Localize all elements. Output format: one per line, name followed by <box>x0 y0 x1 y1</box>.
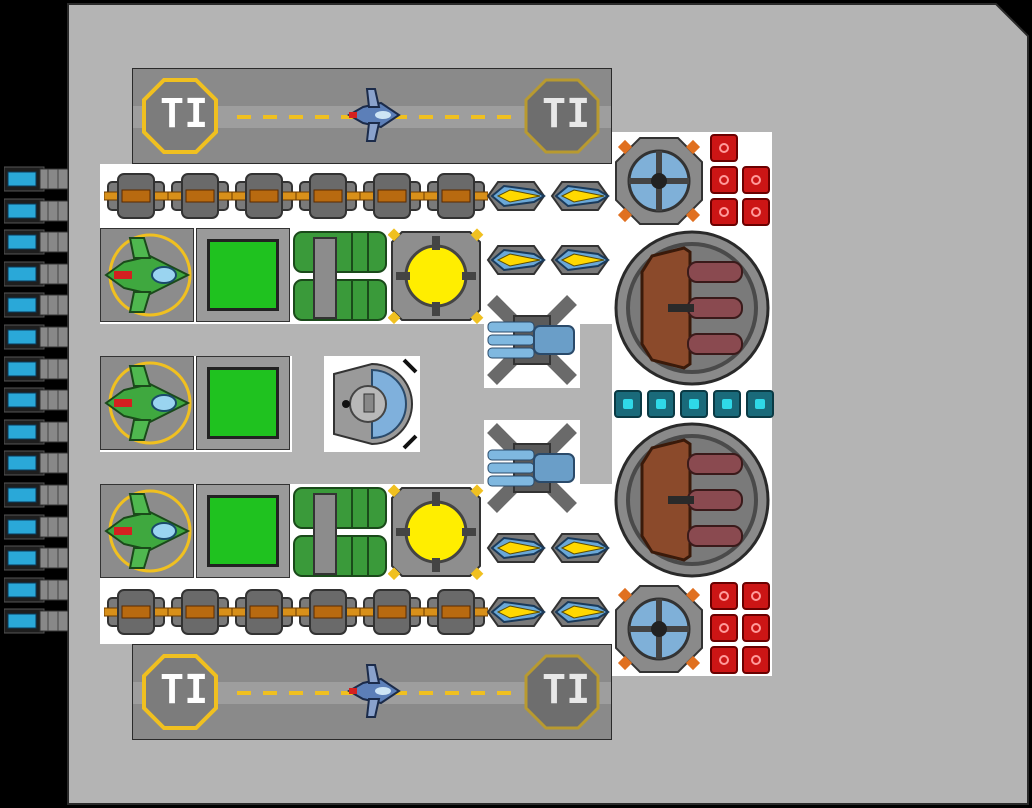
fighter-hangar[interactable] <box>100 228 194 322</box>
missile-launcher[interactable] <box>548 232 612 288</box>
reactor-block[interactable] <box>196 484 290 578</box>
pad-marker-right-icon <box>524 78 600 154</box>
pad-marking-right: TI <box>542 91 591 137</box>
power-cell-block[interactable] <box>680 390 708 418</box>
pad-marker-left-icon <box>142 654 218 730</box>
thruster <box>4 419 68 445</box>
ammo-block[interactable] <box>742 166 770 194</box>
reactor-block[interactable] <box>196 228 290 322</box>
thruster <box>4 482 68 508</box>
docked-fighter-icon[interactable] <box>341 83 405 147</box>
gatling-gun[interactable] <box>484 420 580 516</box>
gatling-gun[interactable] <box>484 292 580 388</box>
missile-launcher[interactable] <box>484 232 548 288</box>
ammo-block[interactable] <box>742 198 770 226</box>
power-cell-block[interactable] <box>713 390 741 418</box>
thruster <box>4 198 68 224</box>
ammo-block[interactable] <box>710 198 738 226</box>
shield-generator[interactable] <box>388 228 484 324</box>
thruster <box>4 229 68 255</box>
thruster <box>4 387 68 413</box>
thruster <box>4 514 68 540</box>
cannon[interactable] <box>424 168 488 224</box>
cannon[interactable] <box>232 168 296 224</box>
docked-fighter-icon[interactable] <box>341 659 405 723</box>
cannon[interactable] <box>104 584 168 640</box>
thruster <box>4 166 68 192</box>
power-cell-block[interactable] <box>614 390 642 418</box>
thruster <box>4 450 68 476</box>
thruster <box>4 292 68 318</box>
fuel-tank[interactable] <box>292 228 388 324</box>
point-defense-turret[interactable] <box>612 134 706 228</box>
ammo-block[interactable] <box>742 582 770 610</box>
cannon[interactable] <box>168 584 232 640</box>
power-cell-block[interactable] <box>746 390 774 418</box>
pad-marker-right-icon <box>524 654 600 730</box>
ammo-block[interactable] <box>742 646 770 674</box>
thruster <box>4 261 68 287</box>
command-pod[interactable] <box>324 356 420 452</box>
cannon[interactable] <box>360 584 424 640</box>
missile-launcher[interactable] <box>484 584 548 640</box>
thruster <box>4 608 68 634</box>
thruster <box>4 324 68 350</box>
cannon[interactable] <box>296 168 360 224</box>
landing-pad-top[interactable]: TI TI <box>132 68 612 164</box>
cannon[interactable] <box>424 584 488 640</box>
cannon[interactable] <box>232 584 296 640</box>
ammo-block[interactable] <box>710 134 738 162</box>
ammo-block[interactable] <box>710 646 738 674</box>
shield-generator[interactable] <box>388 484 484 580</box>
pad-marking-left: TI <box>160 91 209 137</box>
reactor-block[interactable] <box>196 356 290 450</box>
missile-launcher[interactable] <box>484 168 548 224</box>
missile-launcher[interactable] <box>548 168 612 224</box>
cannon[interactable] <box>104 168 168 224</box>
thruster <box>4 577 68 603</box>
heavy-turret[interactable] <box>612 228 772 388</box>
ammo-block[interactable] <box>742 614 770 642</box>
landing-pad-bottom[interactable]: TI TI <box>132 644 612 740</box>
cannon[interactable] <box>296 584 360 640</box>
pad-marking-left: TI <box>160 667 209 713</box>
missile-launcher[interactable] <box>548 584 612 640</box>
cannon[interactable] <box>168 168 232 224</box>
missile-launcher[interactable] <box>548 520 612 576</box>
thruster <box>4 356 68 382</box>
fighter-hangar[interactable] <box>100 484 194 578</box>
fuel-tank[interactable] <box>292 484 388 580</box>
ammo-block[interactable] <box>710 614 738 642</box>
cannon[interactable] <box>360 168 424 224</box>
missile-launcher[interactable] <box>484 520 548 576</box>
thruster <box>4 545 68 571</box>
pad-marker-left-icon <box>142 78 218 154</box>
point-defense-turret[interactable] <box>612 582 706 676</box>
fighter-hangar[interactable] <box>100 356 194 450</box>
heavy-turret[interactable] <box>612 420 772 580</box>
pad-marking-right: TI <box>542 667 591 713</box>
power-cell-block[interactable] <box>647 390 675 418</box>
ammo-block[interactable] <box>710 582 738 610</box>
ammo-block[interactable] <box>710 166 738 194</box>
